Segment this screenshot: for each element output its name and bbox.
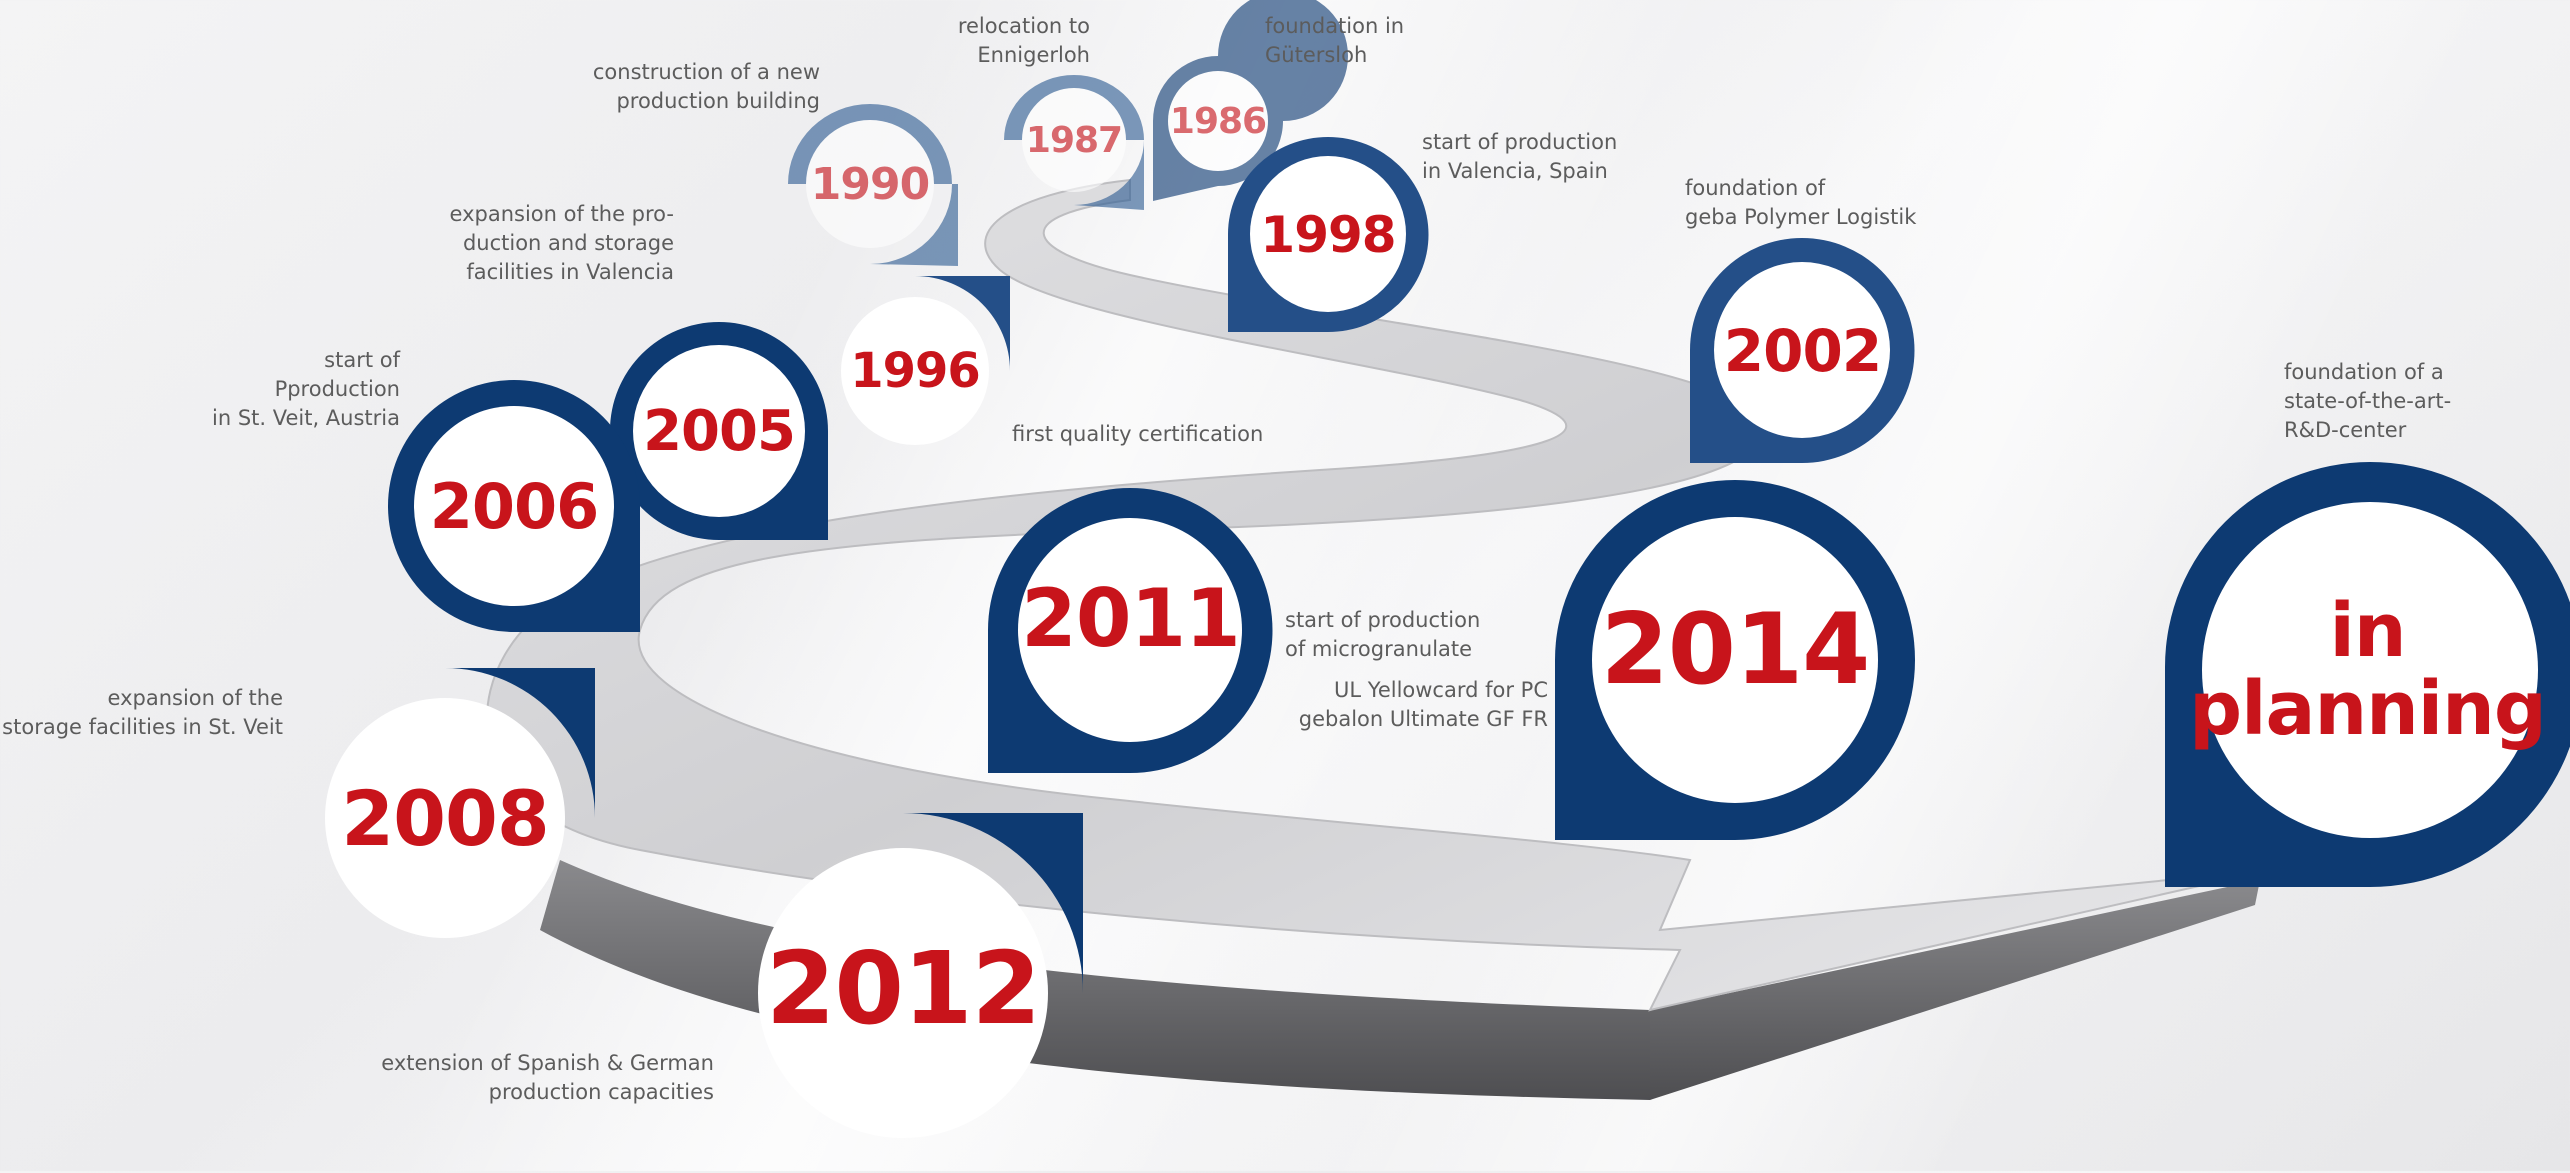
milestone-2008-caption: expansion of the storage facilities in S… bbox=[2, 686, 283, 739]
milestone-2011-caption: start of production of microgranulate bbox=[1285, 608, 1481, 661]
pin-icon bbox=[988, 488, 1273, 773]
milestone-2012-caption: extension of Spanish & German production… bbox=[381, 1051, 714, 1104]
pin-icon bbox=[2165, 462, 2570, 887]
year-label: 2011 bbox=[1021, 571, 1241, 665]
milestone-2006: 2006 bbox=[388, 380, 640, 632]
pin-icon bbox=[295, 668, 595, 968]
milestone-1987: 1987 bbox=[1004, 75, 1144, 210]
milestone-1996-caption: first quality certification bbox=[1012, 422, 1264, 446]
milestone-1986: 1986 bbox=[1153, 0, 1348, 201]
year-label: 2014 bbox=[1600, 593, 1871, 707]
pin-icon bbox=[388, 380, 640, 632]
year-label: 1996 bbox=[850, 343, 981, 399]
milestone-2014-caption: UL Yellowcard for PC gebalon Ultimate GF… bbox=[1298, 678, 1548, 731]
year-label: 2012 bbox=[765, 929, 1041, 1047]
year-label: 1998 bbox=[1260, 205, 1396, 264]
milestone-in-planning: in planning bbox=[2165, 462, 2570, 887]
year-label: 2002 bbox=[1723, 316, 1882, 385]
arrow-side bbox=[1650, 880, 2260, 1100]
year-label: 2005 bbox=[643, 398, 796, 464]
milestone-2014: 2014 bbox=[1555, 480, 1915, 840]
year-label: 1986 bbox=[1169, 100, 1267, 142]
milestone-1987-caption: relocation to Ennigerloh bbox=[957, 14, 1090, 67]
year-label: in planning bbox=[2189, 587, 2547, 752]
pin-icon bbox=[1555, 480, 1915, 840]
pin-icon bbox=[723, 813, 1083, 1173]
year-label: 1990 bbox=[810, 158, 930, 210]
milestone-1990-caption: construction of a new production buildin… bbox=[592, 60, 820, 113]
milestone-2002: 2002 bbox=[1690, 238, 1915, 463]
milestone-1986-caption: foundation in Gütersloh bbox=[1265, 14, 1405, 67]
milestone-2006-caption: start of Pproduction in St. Veit, Austri… bbox=[212, 348, 400, 430]
milestone-1996: 1996 bbox=[820, 276, 1010, 466]
year-label: 2006 bbox=[429, 469, 600, 543]
milestone-2008: 2008 bbox=[295, 668, 595, 968]
pin-icon bbox=[820, 276, 1010, 466]
pin-icon bbox=[1153, 0, 1348, 201]
year-label: 1987 bbox=[1025, 119, 1123, 161]
milestone-1990: 1990 bbox=[788, 104, 958, 266]
milestone-2002-caption: foundation of geba Polymer Logistik bbox=[1685, 176, 1917, 229]
pin-icon bbox=[1690, 238, 1915, 463]
milestone-in-planning-caption: foundation of a state-of-the-art- R&D-ce… bbox=[2284, 360, 2452, 442]
milestone-2011: 2011 bbox=[988, 488, 1273, 773]
milestone-2012: 2012 bbox=[723, 813, 1083, 1173]
milestone-1998-caption: start of production in Valencia, Spain bbox=[1422, 130, 1618, 183]
pin-icon bbox=[1004, 75, 1144, 210]
milestone-2005: 2005 bbox=[609, 322, 828, 540]
milestone-2005-caption: expansion of the pro- duction and storag… bbox=[449, 202, 674, 284]
road-side bbox=[540, 860, 1650, 1100]
pin-icon bbox=[788, 104, 958, 266]
milestone-1998: 1998 bbox=[1228, 137, 1429, 332]
pin-icon bbox=[609, 322, 828, 540]
pin-icon bbox=[1228, 137, 1429, 332]
year-label: 2008 bbox=[341, 773, 550, 863]
